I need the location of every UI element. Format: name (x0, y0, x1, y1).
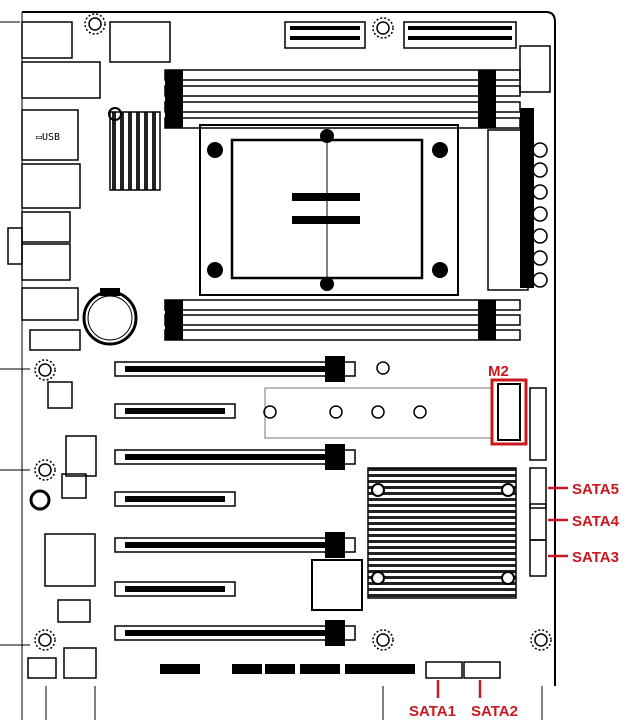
m2-highlight-box (490, 378, 528, 446)
sata-connectors-right (529, 467, 547, 577)
mounting-holes (34, 13, 552, 651)
cpu-socket (199, 124, 459, 296)
label-sata3: SATA3 (572, 549, 619, 566)
dimm-latches-bottom (165, 300, 496, 340)
vrm-heatsink (109, 111, 161, 191)
label-m2: M2 (488, 363, 509, 380)
m2-area (264, 387, 494, 439)
vrm-chokes (487, 129, 548, 291)
label-sata4: SATA4 (572, 513, 620, 530)
bottom-headers (160, 664, 415, 674)
dimm-slots-bottom (164, 299, 521, 341)
heatsink-screw (501, 571, 515, 585)
power-pins (290, 26, 512, 40)
heatsink-screw (371, 571, 385, 585)
heatsink-screw (371, 483, 385, 497)
sata-connectors-bottom (425, 661, 501, 679)
chipset-heatsink (367, 467, 517, 599)
screw (108, 107, 122, 121)
highlight-overlays (490, 378, 528, 446)
label-sata2: SATA2 (471, 703, 518, 720)
pcie-slots (114, 361, 356, 641)
cpu-socket-mark (292, 193, 360, 224)
dimm-latches-top (165, 70, 496, 128)
right-header (520, 108, 534, 288)
rear-io-ports (7, 21, 101, 351)
bmc-chip (311, 559, 363, 611)
front-panel-header (529, 387, 547, 461)
heatsink-screw (501, 483, 515, 497)
dimm-slots-top (164, 69, 521, 129)
left-leader-lines (0, 21, 543, 720)
cmos-battery (82, 288, 138, 346)
power-connectors (109, 21, 551, 93)
left-components (27, 381, 97, 679)
board-outline (22, 11, 556, 686)
m2-standoffs (263, 405, 427, 419)
callout-lines (436, 486, 568, 698)
label-sata5: SATA5 (572, 481, 619, 498)
usb-mark: ▭USB (36, 132, 60, 143)
pcie-contacts (125, 356, 345, 646)
m2-connector (497, 383, 521, 441)
label-sata1: SATA1 (409, 703, 456, 720)
